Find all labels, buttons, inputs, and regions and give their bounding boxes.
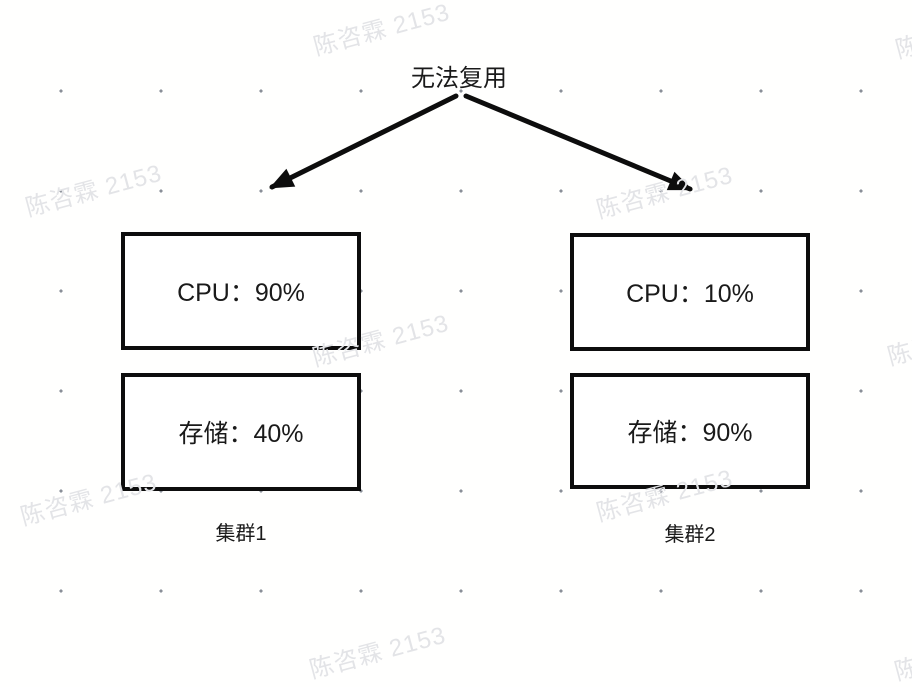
cluster2-cpu-box[interactable]: CPU：10% — [570, 233, 810, 351]
arrow-to-cluster2 — [463, 93, 693, 192]
cluster-diagram: 无法复用 CPU：90% 存储：40% CPU：10% 存储：90% 集群1 集… — [121, 65, 810, 546]
cluster2-cpu-value: CPU：10% — [626, 280, 754, 308]
cluster2-label: 集群2 — [664, 524, 716, 546]
cluster1-label: 集群1 — [215, 523, 267, 545]
cluster2-storage-value: 存储：90% — [627, 419, 753, 447]
arrows-layer — [269, 93, 693, 192]
cluster2-storage-box[interactable]: 存储：90% — [570, 373, 810, 489]
cluster1-storage-box[interactable]: 存储：40% — [121, 373, 361, 491]
diagram-title: 无法复用 — [411, 65, 507, 92]
cluster1-cpu-value: CPU：90% — [177, 279, 305, 307]
arrow-to-cluster1 — [269, 93, 459, 190]
cluster1-storage-value: 存储：40% — [178, 420, 304, 448]
cluster1-cpu-box[interactable]: CPU：90% — [121, 232, 361, 350]
